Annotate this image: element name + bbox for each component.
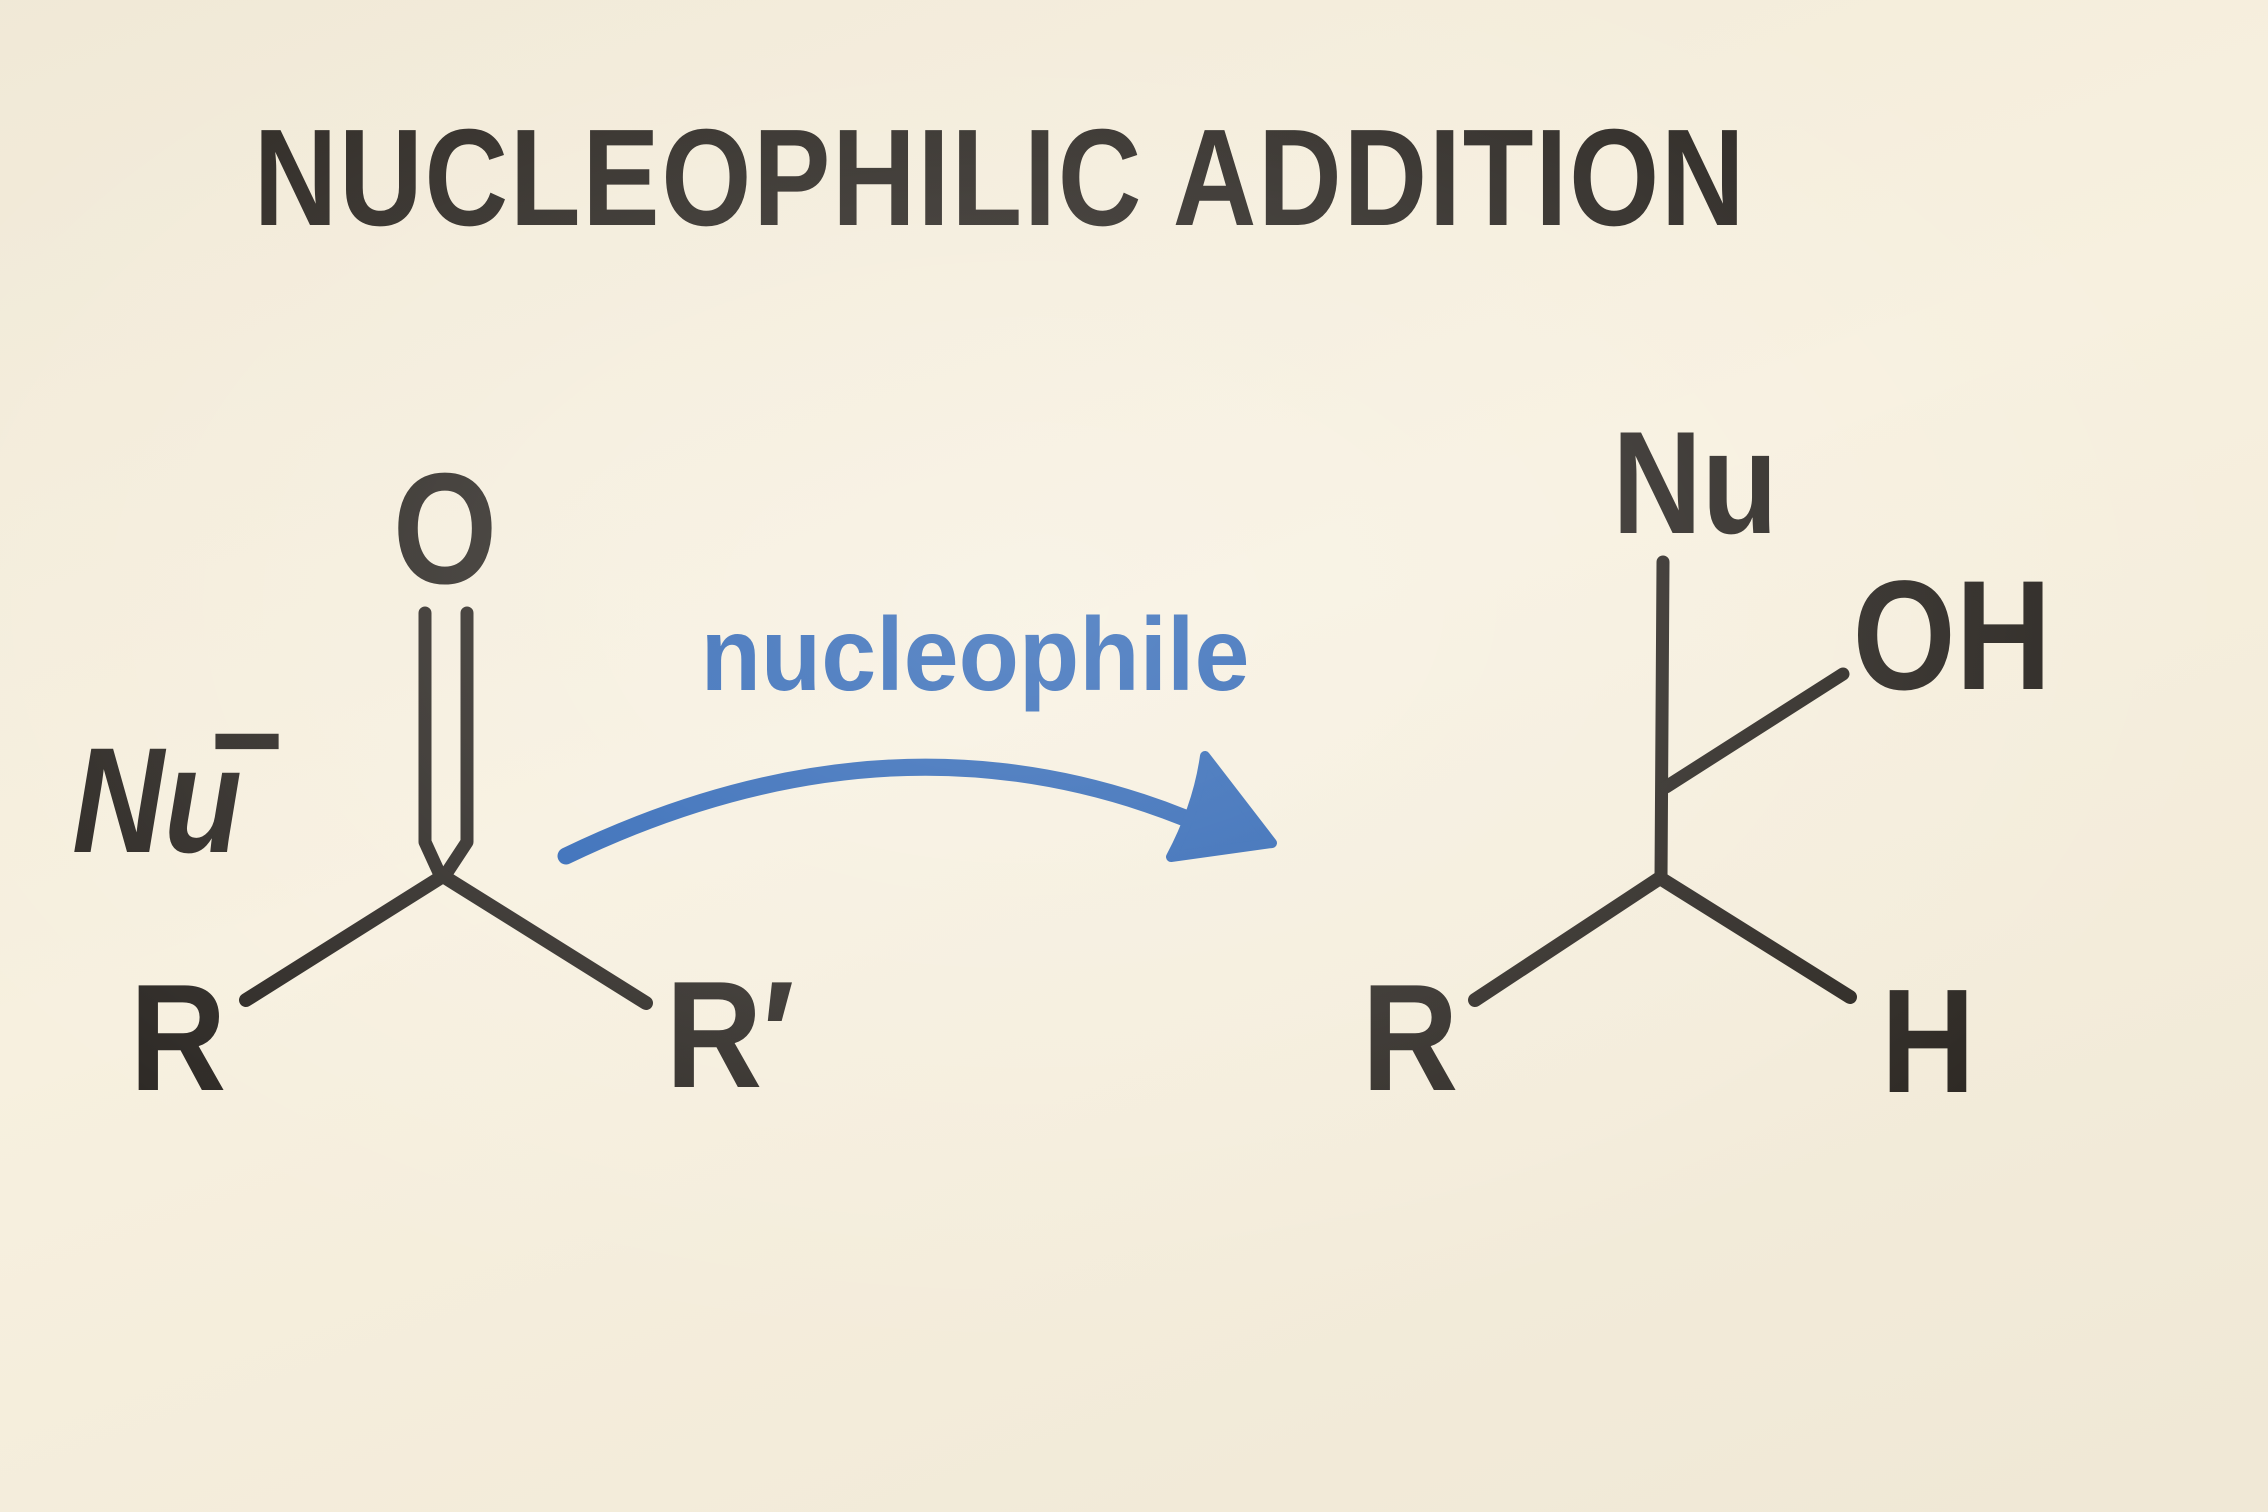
product-oh-label: OH: [1853, 548, 2052, 723]
carbonyl-substituent-bonds: [239, 869, 653, 1010]
product-nu-label: Nu: [1612, 400, 1777, 564]
nucleophile-anion-charge: −: [210, 662, 284, 819]
reaction-arrow-head: [1166, 751, 1277, 862]
carbon-oh-bond: [1659, 667, 1850, 794]
double-bond-right-line: [437, 606, 474, 884]
product-structure: Nu OH R H: [1362, 400, 2052, 1123]
product-r-label: R: [1362, 953, 1459, 1123]
reaction-arrow-shaft: [557, 758, 1194, 865]
nucleophile-anion: Nu −: [72, 662, 284, 884]
reactant-r-left-label: R: [130, 953, 227, 1123]
reaction-arrow-label: nucleophile: [701, 597, 1250, 713]
reactant-r-right-label: R′: [666, 950, 795, 1120]
carbon-nu-bond: [1654, 555, 1670, 885]
product-substituent-bonds: [1468, 871, 1857, 1007]
product-h-label: H: [1881, 958, 1975, 1124]
reactant-carbonyl-structure: O R R′: [130, 441, 795, 1123]
nucleophile-anion-symbol: Nu: [72, 717, 242, 884]
carbonyl-oxygen-label: O: [393, 441, 497, 618]
double-bond-left-line: [418, 606, 448, 884]
page-title: NUCLEOPHILIC ADDITION: [254, 102, 1747, 256]
reaction-arrow-group: nucleophile: [557, 597, 1277, 865]
